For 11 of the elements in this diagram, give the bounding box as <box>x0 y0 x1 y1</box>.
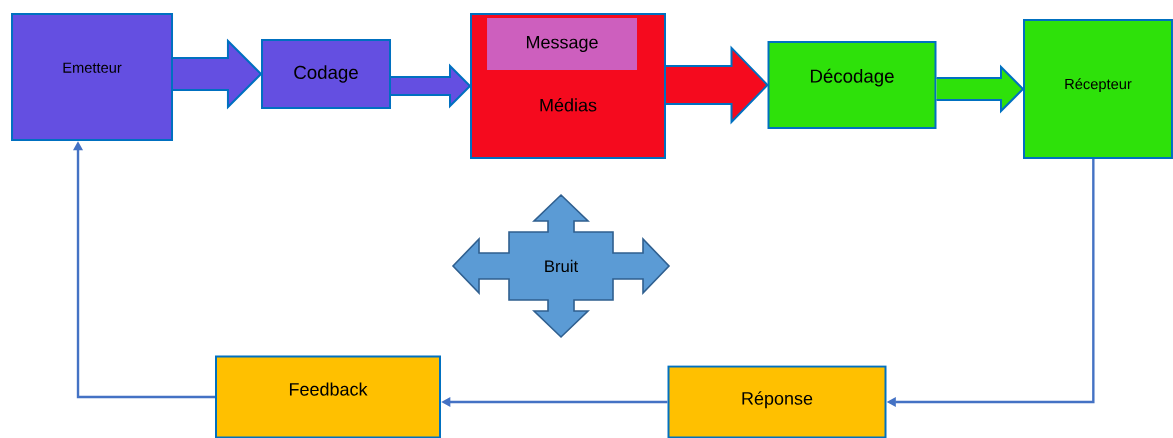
process-box: Récepteur <box>1023 19 1173 159</box>
message-box: Message <box>487 18 637 70</box>
process-box: Feedback <box>215 355 441 438</box>
process-box: Emetteur <box>11 13 173 141</box>
block-arrow <box>390 63 472 109</box>
block-arrow <box>935 64 1025 114</box>
block-arrow <box>665 45 769 125</box>
process-box: Codage <box>261 39 391 109</box>
process-box: Décodage <box>767 41 937 129</box>
block-arrow <box>172 38 263 110</box>
process-box: Réponse <box>667 365 887 438</box>
